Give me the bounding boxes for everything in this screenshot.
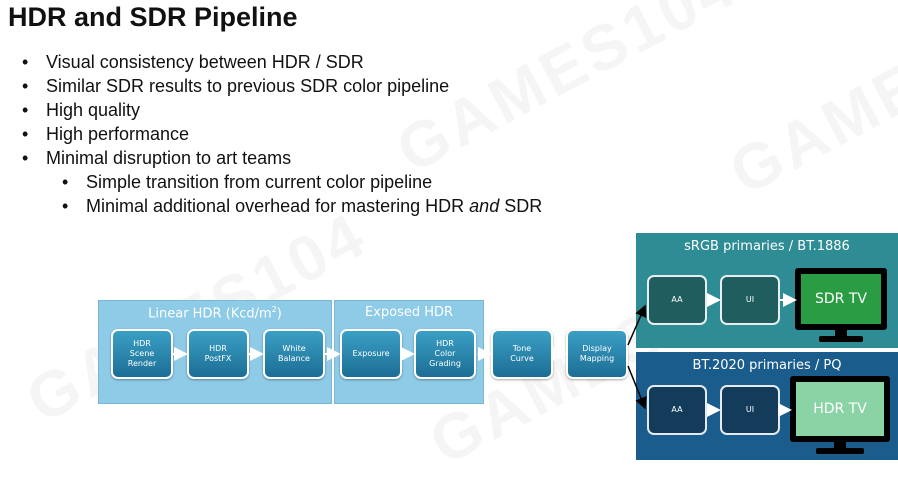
- sub-bullet-item: Minimal additional overhead for masterin…: [62, 194, 542, 218]
- sdr-tv-screen: SDR TV: [795, 268, 887, 330]
- srgb-panel-title: sRGB primaries / BT.1886: [684, 239, 850, 254]
- sub-bullet-text: Minimal additional overhead for masterin…: [86, 196, 470, 216]
- sub-bullet-text: SDR: [499, 196, 543, 216]
- sub-bullet-emphasis: and: [469, 196, 500, 216]
- connector-arrows: [173, 293, 797, 417]
- bullet-list: Visual consistency between HDR / SDR Sim…: [22, 50, 542, 218]
- hdr-scene-render-node: HDR Scene Render: [111, 329, 173, 379]
- page-title: HDR and SDR Pipeline: [8, 2, 298, 32]
- tv-base-icon: [819, 336, 863, 342]
- sdr-tv: SDR TV: [795, 268, 887, 343]
- tv-base-icon: [816, 448, 864, 454]
- linear-hdr-title: Linear HDR (Kcd/m2): [148, 305, 282, 322]
- srgb-aa-node: AA: [647, 275, 707, 325]
- hdr-tv: HDR TV: [790, 376, 890, 456]
- exposure-node: Exposure: [340, 329, 402, 379]
- tv-stand-icon: [835, 330, 847, 336]
- tv-stand-icon: [834, 442, 846, 448]
- bt2020-ui-node: UI: [720, 385, 780, 435]
- exposed-hdr-title: Exposed HDR: [364, 305, 454, 320]
- bullet-item: High quality: [22, 98, 542, 122]
- bullet-item: Similar SDR results to previous SDR colo…: [22, 74, 542, 98]
- bullet-item: Minimal disruption to art teams: [22, 146, 542, 170]
- tone-curve-node: Tone Curve: [491, 329, 553, 379]
- bullet-item: High performance: [22, 122, 542, 146]
- srgb-ui-node: UI: [720, 275, 780, 325]
- hdr-color-grading-node: HDR Color Grading: [414, 329, 476, 379]
- bt2020-aa-node: AA: [647, 385, 707, 435]
- white-balance-node: White Balance: [263, 329, 325, 379]
- arrow-to-hdr: [627, 365, 647, 410]
- arrow-to-sdr: [627, 304, 647, 346]
- display-mapping-node: Display Mapping: [566, 329, 628, 379]
- hdr-tv-screen: HDR TV: [790, 376, 890, 442]
- bullet-item: Visual consistency between HDR / SDR: [22, 50, 542, 74]
- sub-bullet-item: Simple transition from current color pip…: [62, 170, 542, 194]
- bt2020-panel-title: BT.2020 primaries / PQ: [692, 358, 842, 373]
- hdr-postfx-node: HDR PostFX: [187, 329, 249, 379]
